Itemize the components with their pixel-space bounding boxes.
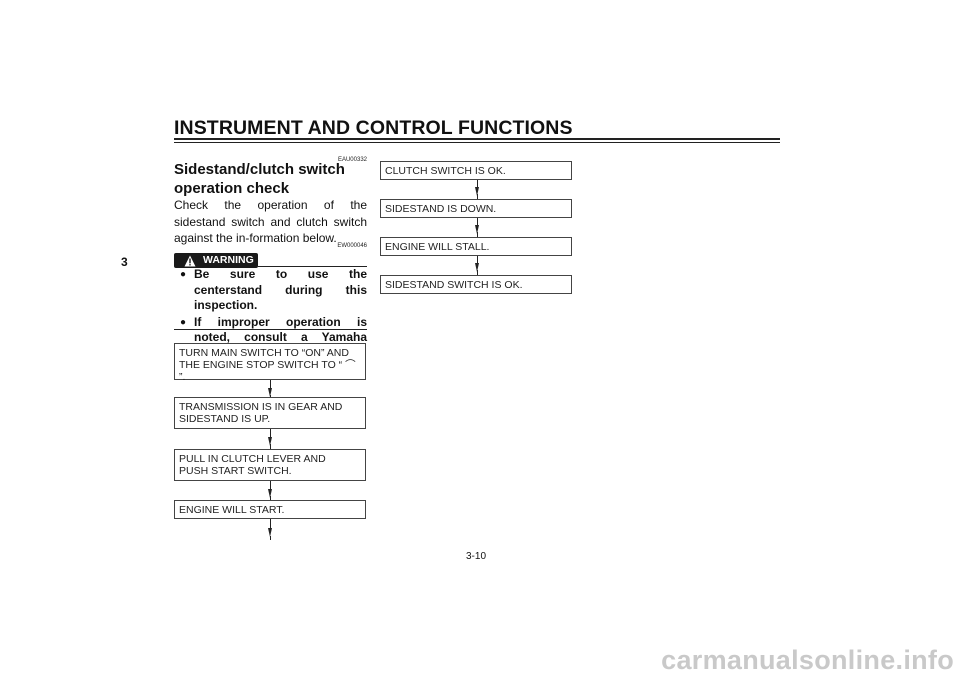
header-rule	[174, 138, 780, 140]
warning-label: WARNING	[203, 254, 254, 266]
flow-connector	[270, 444, 271, 449]
flow-right-step-2: SIDESTAND IS DOWN.	[380, 199, 572, 218]
flow-connector	[477, 256, 478, 263]
header-rule-thin	[174, 142, 780, 143]
flow-connector	[270, 481, 271, 489]
watermark: carmanualsonline.info	[661, 645, 954, 675]
arrow-down-icon	[267, 388, 272, 397]
warning-item-text: Be sure to use the centerstand during th…	[194, 267, 367, 312]
chapter-tab: 3	[121, 255, 128, 269]
section-body: Check the operation of the sidestand swi…	[174, 198, 367, 245]
warning-item-text: If improper operation is noted, consult …	[194, 314, 367, 360]
arrow-down-icon	[474, 225, 479, 234]
warning-rule	[258, 266, 367, 267]
arrow-down-icon	[267, 437, 272, 446]
flow-step-text: ENGINE WILL STALL.	[385, 241, 490, 253]
flow-step-text: TRANSMISSION IS IN GEAR AND SIDESTAND IS…	[179, 401, 343, 425]
flow-right-step-1: CLUTCH SWITCH IS OK.	[380, 161, 572, 180]
flow-step-text: TURN MAIN SWITCH TO “ON” AND THE ENGINE …	[179, 347, 356, 383]
bullet-icon: ●	[180, 316, 187, 328]
warning-bottom-rule	[174, 329, 367, 330]
bullet-icon: ●	[180, 269, 187, 280]
warning-item: ● Be sure to use the centerstand during …	[174, 267, 367, 314]
flow-connector	[270, 519, 271, 528]
arrow-down-icon	[474, 263, 479, 272]
flow-connector	[477, 180, 478, 187]
warning-code: EW000046	[337, 243, 367, 249]
flow-connector	[270, 429, 271, 437]
flow-connector	[270, 536, 271, 540]
flow-connector	[477, 270, 478, 275]
arrow-down-icon	[267, 489, 272, 498]
page-header-title: INSTRUMENT AND CONTROL FUNCTIONS	[174, 117, 573, 139]
arrow-down-icon	[474, 187, 479, 196]
flow-connector	[270, 395, 271, 397]
flow-step-text: CLUTCH SWITCH IS OK.	[385, 165, 506, 177]
flow-step-2: TRANSMISSION IS IN GEAR AND SIDESTAND IS…	[174, 397, 366, 429]
warning-list: ● Be sure to use the centerstand during …	[174, 266, 367, 361]
flow-connector	[270, 380, 271, 388]
section-code: EAU00332	[337, 157, 367, 163]
warning-item: ● If improper operation is noted, consul…	[174, 315, 367, 362]
flow-step-text: ENGINE WILL START.	[179, 504, 285, 516]
flow-step-4: ENGINE WILL START.	[174, 500, 366, 519]
page-number: 3-10	[466, 551, 487, 562]
arrow-down-icon	[267, 528, 272, 537]
flow-connector	[477, 232, 478, 237]
flow-right-step-3: ENGINE WILL STALL.	[380, 237, 572, 256]
flow-connector	[270, 496, 271, 500]
flow-step-3: PULL IN CLUTCH LEVER AND PUSH START SWIT…	[174, 449, 366, 481]
warning-badge: WARNING	[174, 253, 258, 268]
flow-right-step-4: SIDESTAND SWITCH IS OK.	[380, 275, 572, 294]
flow-connector	[477, 218, 478, 225]
flow-step-text: SIDESTAND SWITCH IS OK.	[385, 279, 523, 291]
flow-connector	[477, 194, 478, 199]
warning-triangle-icon	[184, 255, 196, 266]
section-title: Sidestand/clutch switch operation check	[174, 161, 345, 197]
flow-step-text: SIDESTAND IS DOWN.	[385, 203, 497, 215]
flow-step-1: TURN MAIN SWITCH TO “ON” AND THE ENGINE …	[174, 343, 366, 383]
flow-step-text: PULL IN CLUTCH LEVER AND PUSH START SWIT…	[179, 453, 326, 477]
